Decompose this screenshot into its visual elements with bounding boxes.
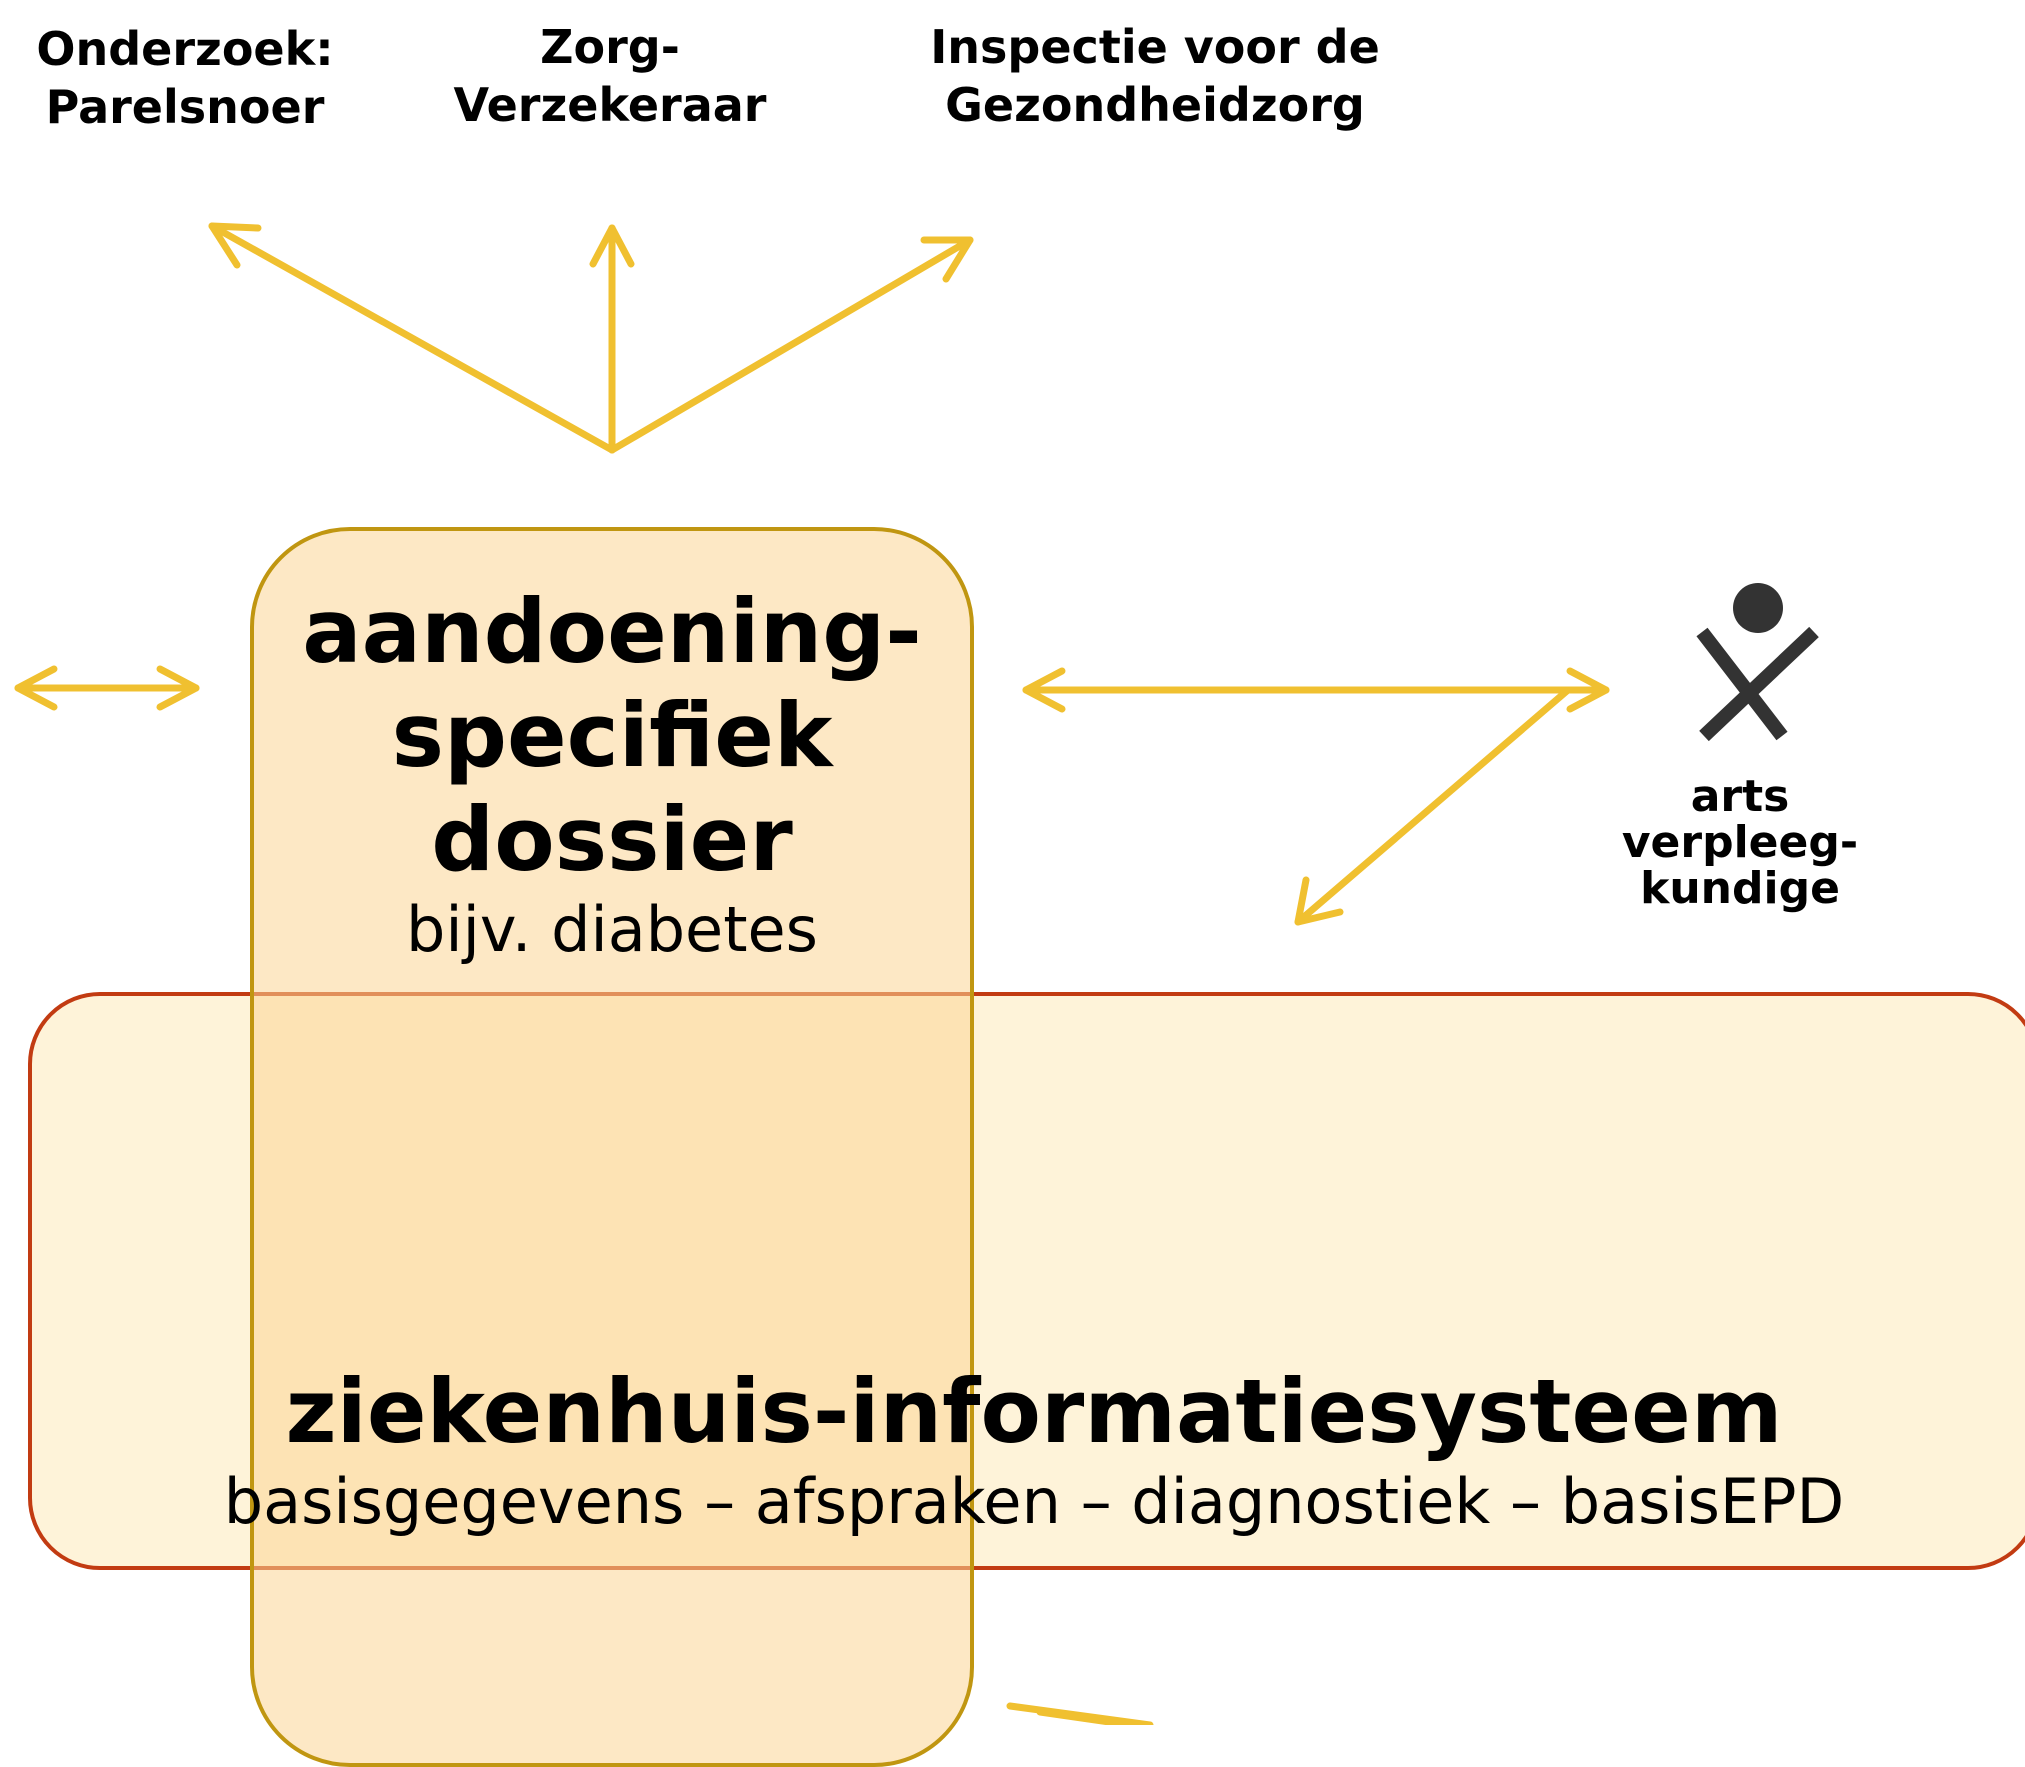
dossier-title-line-3: dossier	[431, 788, 793, 891]
person-label: arts verpleeg- kundige	[1590, 774, 1890, 912]
hospital-system-text: ziekenhuis-informatiesysteem basisgegeve…	[28, 1360, 2025, 1540]
label-research-line-2: Parelsnoer	[45, 80, 325, 134]
arrows-layer	[14, 222, 1819, 1725]
person-label-line-1: arts	[1690, 771, 1790, 822]
dossier-title-line-2: specifiek	[391, 684, 833, 787]
arrow-diagonal-down	[1294, 686, 1572, 926]
arrow-to-research	[208, 222, 616, 454]
arrow-to-inspection	[608, 236, 974, 454]
label-inspection-line-2: Gezondheidzorg	[945, 78, 1365, 132]
disease-dossier-text: aandoening- specifiek dossier bijv. diab…	[250, 580, 974, 968]
label-insurer: Zorg- Verzekeraar	[420, 18, 800, 134]
label-inspection-line-1: Inspectie voor de	[930, 20, 1380, 74]
label-research: Onderzoek: Parelsnoer	[10, 20, 360, 136]
dossier-title-line-1: aandoening-	[302, 580, 922, 683]
arrow-left-double	[14, 665, 200, 711]
arrow-right-double	[1022, 667, 1610, 713]
arrow-bottom-partial	[1006, 1702, 1154, 1725]
person-icon	[1696, 583, 1819, 742]
disease-dossier-box	[250, 527, 974, 1767]
dossier-subtitle: bijv. diabetes	[406, 893, 818, 966]
label-insurer-line-2: Verzekeraar	[453, 78, 767, 132]
arrow-to-insurer	[589, 224, 635, 454]
label-inspection: Inspectie voor de Gezondheidzorg	[880, 18, 1430, 134]
person-label-line-2: verpleeg-	[1621, 817, 1859, 868]
diagram: Onderzoek: Parelsnoer Zorg- Verzekeraar …	[10, 18, 2025, 1767]
hospital-system-title: ziekenhuis-informatiesysteem	[285, 1360, 1783, 1463]
label-research-line-1: Onderzoek:	[36, 22, 334, 76]
hospital-system-subtitle: basisgegevens – afspraken – diagnostiek …	[223, 1465, 1845, 1538]
person-label-line-3: kundige	[1640, 863, 1840, 914]
label-insurer-line-1: Zorg-	[540, 20, 680, 74]
